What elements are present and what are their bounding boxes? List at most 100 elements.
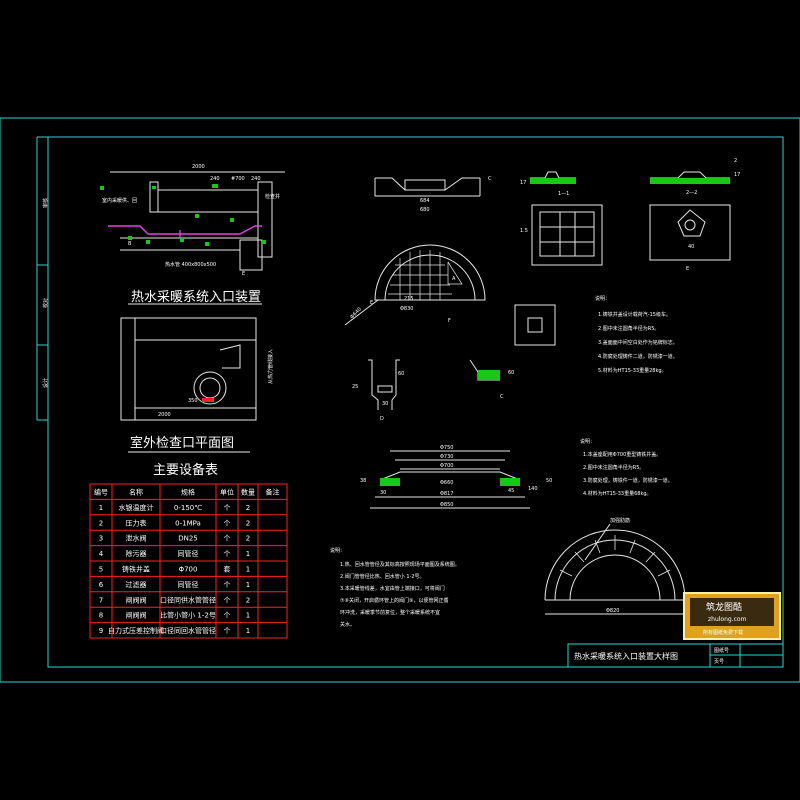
label-c-2: C: [500, 394, 504, 400]
label-c: C: [488, 176, 492, 182]
notes-bottom-line-3: 3.本采暖管线差，水宜由管上端接口，可将阀门: [340, 585, 445, 592]
table-cell: 个: [224, 627, 231, 635]
table-cell: 同管径: [178, 549, 199, 558]
notes-bottom-line-5: 环冲洗，采暖季节前复位，整个采暖系统不宜: [340, 609, 440, 616]
table-cell: 同管径: [178, 580, 199, 589]
watermark-sub: 所有图纸免费下载: [703, 629, 743, 636]
table-cell: 套: [224, 564, 231, 573]
dim-1-5: 1.5: [520, 228, 528, 234]
notes-top-line-1: 1.铸铁井盖设计载荷汽-15级车。: [598, 311, 671, 318]
drawing-title: 热水采暖系统入口装置大样图: [574, 651, 678, 661]
table-cell: 1: [246, 550, 250, 558]
table-cell: 8: [99, 612, 103, 620]
table-cell: 1: [246, 581, 250, 589]
dim-30: 30: [382, 401, 388, 407]
notes-bottom-line-4: ⑦⑧关闭，开启循环管上的阀门⑨，以便管网正循: [340, 597, 448, 604]
table-cell: 个: [224, 612, 231, 620]
dim-40: 40: [688, 244, 694, 250]
table-header-cell: 规格: [181, 487, 195, 496]
table-cell: 3: [99, 535, 103, 543]
label-2-2: 2—2: [686, 190, 697, 196]
strip-label-check: 校对: [42, 298, 49, 308]
entry-label-pipe: 热水管 400x800x500: [165, 261, 216, 268]
ring-dim-38: 38: [360, 478, 366, 484]
notes-top-line-5: 5.材料为HT15-33重量28kg。: [598, 367, 667, 374]
table-cell: 个: [224, 519, 231, 527]
table-cell: 比管小管小 1-2号: [160, 611, 216, 620]
table-cell: 闸阀阀: [126, 611, 147, 620]
arc-label-rib: 加强肋筋: [610, 517, 630, 524]
table-header-cell: 编号: [94, 487, 108, 496]
notes-top-line-3: 3.盖面面中间空白处作为铭牌标志。: [598, 339, 678, 346]
table-cell: 压力表: [126, 518, 147, 527]
table-header-cell: 名称: [129, 487, 143, 496]
entry-dim-mid-3: 240: [251, 176, 261, 182]
notes-mid-line-4: 4.材料为HT15-33重量68kg。: [583, 490, 652, 497]
entry-label-supply: 室内采暖供、回: [102, 197, 137, 204]
dim-60: 60: [398, 371, 404, 377]
watermark-url: zhulong.com: [708, 616, 747, 623]
notes-bottom-line-6: 关水。: [340, 621, 355, 628]
table-cell: 2: [246, 535, 250, 543]
table-cell: 闸阀阀: [126, 595, 147, 604]
inner-frame: [47, 136, 784, 668]
table-cell: 0-1MPa: [175, 519, 201, 527]
entry-dim-mid-2: #700: [231, 176, 245, 182]
entry-title: 热水采暖系统入口装置: [131, 290, 261, 305]
table-cell: 口径同回水管管径: [160, 626, 216, 635]
label-f-1: F: [448, 318, 451, 324]
table-cell: Φ700: [179, 565, 198, 573]
table-cell: 1: [99, 504, 103, 512]
table-header-cell: 备注: [266, 487, 280, 496]
ring-dim-140: 140: [528, 486, 538, 492]
entry-tag-e: E: [242, 271, 245, 277]
ring-dim-700: Φ700: [440, 463, 453, 469]
plan-dim-bottom: 2000: [158, 412, 171, 418]
entry-tag-b: B: [128, 241, 132, 247]
table-cell: 0-150℃: [174, 504, 202, 512]
entry-label-pit: 检查井: [265, 193, 280, 200]
cover-details: 684 680 C A 215 Φ830 Φ640 E F 60 30 25 D: [344, 158, 740, 422]
table-cell: 2: [246, 504, 250, 512]
entry-dim-mid-1: 240: [210, 176, 220, 182]
table-cell: 个: [224, 504, 231, 512]
table-cell: DN25: [178, 535, 198, 543]
table-cell: 过滤器: [126, 580, 147, 589]
table-cell: 1: [246, 565, 250, 573]
notes-bottom-line-2: 2.阀门管管径比热、回水管小 1-2号。: [340, 573, 425, 580]
notes-mid-heading: 说明：: [580, 438, 595, 445]
table-cell: 自力式压差控制阀: [108, 626, 164, 635]
label-e-1: E: [370, 300, 373, 306]
notes-mid: 说明： 1.本盖座配用Φ700重型铸铁井盖。 2.图中未注圆角半径为R5。 3.…: [580, 438, 673, 497]
notes-bottom-line-1: 1.热、回水管管径及其标高按照现场平面图及系统图。: [340, 561, 460, 568]
ring-dim-817: Φ817: [440, 491, 453, 497]
dim-680: 680: [420, 207, 430, 213]
table-cell: 个: [224, 535, 231, 543]
dim-2: 2: [734, 158, 737, 164]
ring-dim-750: Φ750: [440, 445, 453, 451]
dim-17a: 17: [520, 180, 526, 186]
strip-label-review: 审核: [42, 198, 49, 208]
label-d: D: [380, 416, 384, 422]
table-cell: 泄水阀: [126, 534, 147, 543]
label-1-1: 1—1: [558, 191, 569, 197]
watermark-name: 筑龙图酷: [706, 601, 742, 613]
entry-section: 2000 240 #700 240 室内采暖供、回 检查井 热水管 400x80…: [100, 164, 285, 305]
notes-mid-line-3: 3.防腐处理，铸铁件一道，防锈漆一道。: [583, 477, 673, 484]
ring-dim-30: 30: [380, 490, 386, 496]
table-title: 主要设备表: [153, 462, 218, 478]
table-cell: 2: [99, 519, 103, 527]
label-e-2: E: [686, 266, 689, 272]
notes-mid-line-2: 2.图中未注圆角半径为R5。: [583, 464, 644, 471]
table-cell: 个: [224, 550, 231, 558]
table-cell: 铸铁井盖: [122, 564, 150, 573]
strip-label-design: 设计: [42, 378, 49, 388]
notes-top-line-4: 4.防腐处理铸件二道，防锈漆一道。: [598, 353, 678, 360]
ring-dim-660: Φ660: [440, 480, 453, 486]
ring-dim-45: 45: [508, 488, 514, 494]
plan-dim-side: 350: [188, 398, 198, 404]
title-block: 热水采暖系统入口装置大样图 图纸号 页号: [567, 643, 784, 668]
notes-bottom: 说明： 1.热、回水管管径及其标高按照现场平面图及系统图。 2.阀门管管径比热、…: [330, 547, 460, 628]
